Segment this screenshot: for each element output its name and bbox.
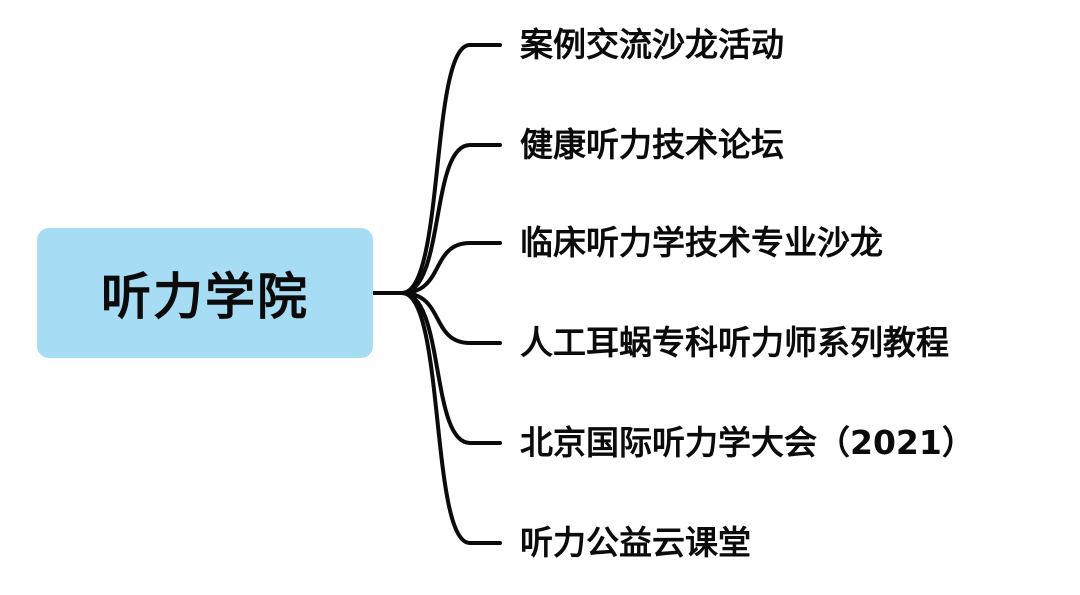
branch-topic-3[interactable]: 临床听力学技术专业沙龙: [520, 223, 883, 262]
branch-topic-6[interactable]: 听力公益云课堂: [520, 523, 751, 562]
root-topic-node[interactable]: 听力学院: [37, 228, 373, 358]
branch-connector-4: [400, 291, 502, 345]
branch-topic-5[interactable]: 北京国际听力学大会（2021）: [520, 423, 975, 462]
branch-topic-4[interactable]: 人工耳蜗专科听力师系列教程: [520, 323, 949, 362]
root-topic-label: 听力学院: [101, 268, 309, 326]
branch-topic-1[interactable]: 案例交流沙龙活动: [520, 25, 784, 64]
branch-connector-2: [400, 143, 502, 295]
branch-connector-5: [400, 291, 502, 445]
branch-topic-2[interactable]: 健康听力技术论坛: [520, 125, 784, 164]
branch-connector-3: [400, 241, 502, 295]
branch-connector-1: [400, 43, 502, 295]
branch-connector-6: [400, 291, 502, 545]
